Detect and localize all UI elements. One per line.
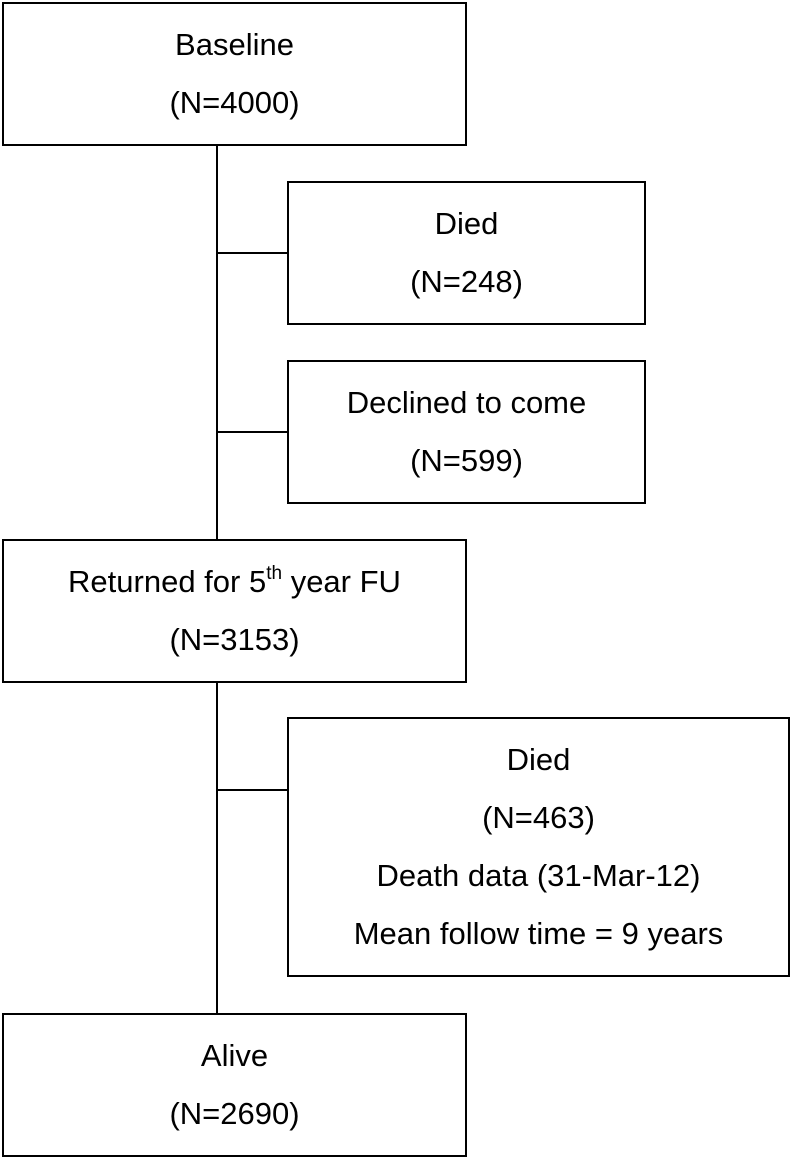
died-second-count: (N=463) <box>482 800 595 835</box>
died-first-label: Died <box>434 206 499 241</box>
died-second-label: Died <box>506 742 571 777</box>
died-second-death-data: Death data (31-Mar-12) <box>376 858 701 893</box>
baseline-count: (N=4000) <box>169 85 300 120</box>
declined-box: Declined to come (N=599) <box>287 360 646 504</box>
returned-label-post: year FU <box>282 564 401 599</box>
alive-label: Alive <box>200 1038 269 1073</box>
alive-box: Alive (N=2690) <box>2 1013 467 1157</box>
died-second-box: Died (N=463) Death data (31-Mar-12) Mean… <box>287 717 790 977</box>
died-first-count: (N=248) <box>410 264 523 299</box>
declined-label: Declined to come <box>346 385 587 420</box>
returned-label-sup: th <box>266 562 283 584</box>
returned-label-pre: Returned for 5 <box>68 564 267 599</box>
baseline-label: Baseline <box>175 27 294 62</box>
returned-label: Returned for 5th year FU <box>68 553 401 611</box>
returned-count: (N=3153) <box>169 622 300 657</box>
declined-count: (N=599) <box>410 443 523 478</box>
baseline-box: Baseline (N=4000) <box>2 2 467 146</box>
returned-box: Returned for 5th year FU (N=3153) <box>2 539 467 683</box>
alive-count: (N=2690) <box>169 1096 300 1131</box>
died-second-follow-time: Mean follow time = 9 years <box>353 916 724 951</box>
died-first-box: Died (N=248) <box>287 181 646 325</box>
